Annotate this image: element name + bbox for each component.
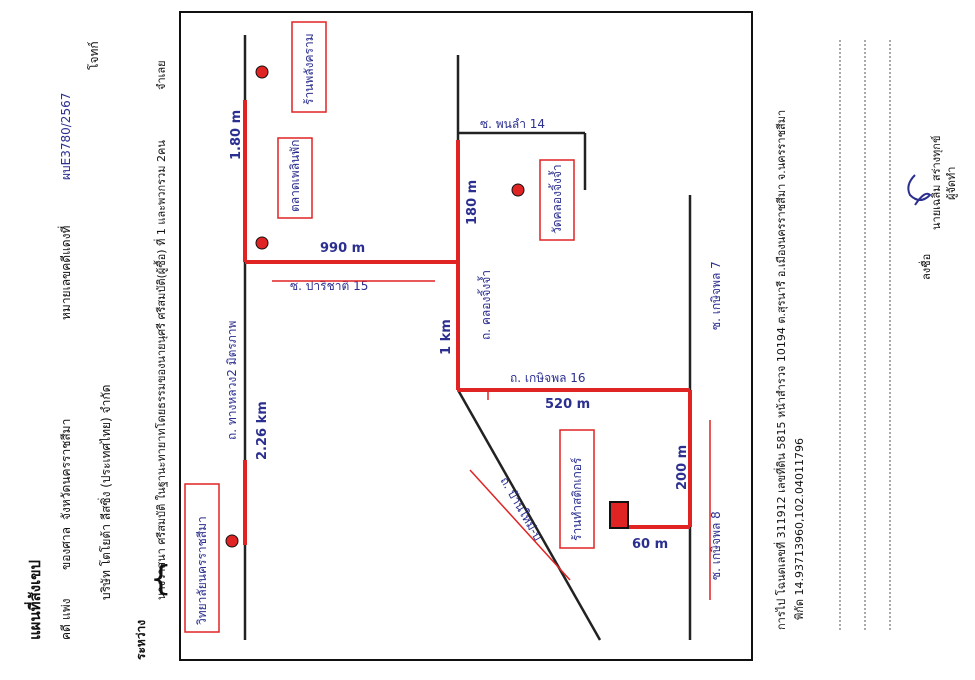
road-label: ซ. ปาริชาติ 15 <box>290 279 368 293</box>
plaintiff: บริษัท โตโยต้า ลีสซิ่ง (ประเทศไทย) จำกัด <box>97 385 113 600</box>
place-box <box>539 159 575 241</box>
doc-title: แผนที่สังเขป <box>24 560 44 640</box>
road-label: ซ. พนลำ 14 <box>480 117 545 131</box>
distance-label: 1.80 m <box>229 110 244 160</box>
case-no-label: หมายเลขคดีแดงที่ <box>57 226 73 320</box>
distance-label: 60 m <box>632 537 668 552</box>
place-label: วัดคลองจิ้งจ้ำ <box>548 164 564 234</box>
between-label: ระหว่าง <box>134 620 148 660</box>
distance-label: 2.26 km <box>255 401 270 460</box>
road-label: ซ. เกษิจพล 7 <box>709 261 723 330</box>
place-box <box>184 483 220 633</box>
case-no: ผบE3780/2567 <box>59 93 73 180</box>
brace: { <box>150 559 172 599</box>
road-label: ถ. เกษิจพล 16 <box>510 371 586 385</box>
road-diagonal <box>456 389 602 641</box>
court-label: ของศาล <box>59 527 73 570</box>
sign-label: ลงชื่อ <box>918 254 933 280</box>
signature <box>907 174 932 206</box>
place-box <box>291 21 327 113</box>
place-label: วิทยาลัยนครราชสีมา <box>195 516 209 625</box>
footer-location: การไป โฉนดเลขที่ 311912 เลขที่ดิน 5815 ห… <box>773 110 788 630</box>
plaintiff-label: โจทก์ <box>87 41 101 70</box>
arrow <box>469 469 571 581</box>
target-plot <box>609 501 629 529</box>
distance-label: 200 m <box>675 445 690 490</box>
place-label: ร้านพลังคราม <box>302 33 316 105</box>
distance-label: 180 m <box>465 180 480 225</box>
road-label: ถ. ทางหลวง2 มิตรภาพ <box>225 320 239 440</box>
case-prefix: คดี <box>59 624 73 640</box>
footer-coords: พิกัด 14.93713960,102.04011796 <box>793 438 806 620</box>
court-type: แพ่ง <box>59 598 73 620</box>
defendant-label: จำเลย <box>155 60 168 90</box>
place-box <box>559 429 595 549</box>
pin-icon <box>255 65 269 79</box>
place-box <box>277 137 313 219</box>
distance-label: 990 m <box>320 241 365 256</box>
place-label: ตลาดเพลินพัก <box>288 140 302 212</box>
defendant: นางวาสนา ศรีสมบัติ ในฐานะทายาทโดยธรรมของ… <box>153 140 168 600</box>
road-label: ซ. เกษิจพล 8 <box>709 511 723 580</box>
distance-label: 1 km <box>439 319 454 355</box>
distance-label: 520 m <box>545 397 590 412</box>
pin-icon <box>225 534 239 548</box>
map-frame <box>179 11 753 661</box>
signer-role: ผู้จัดทำ <box>945 167 958 200</box>
signer-name: นายเฉลิม สร่างทุกข์ <box>930 136 943 230</box>
pin-icon <box>255 236 269 250</box>
road-label: ถ. คลองจิ้งจ้ำ <box>477 270 493 340</box>
pin-icon <box>511 183 525 197</box>
place-label: ร้านทำสติกเกอร์ <box>570 457 584 541</box>
province: จังหวัดนครราชสีมา <box>59 419 73 520</box>
